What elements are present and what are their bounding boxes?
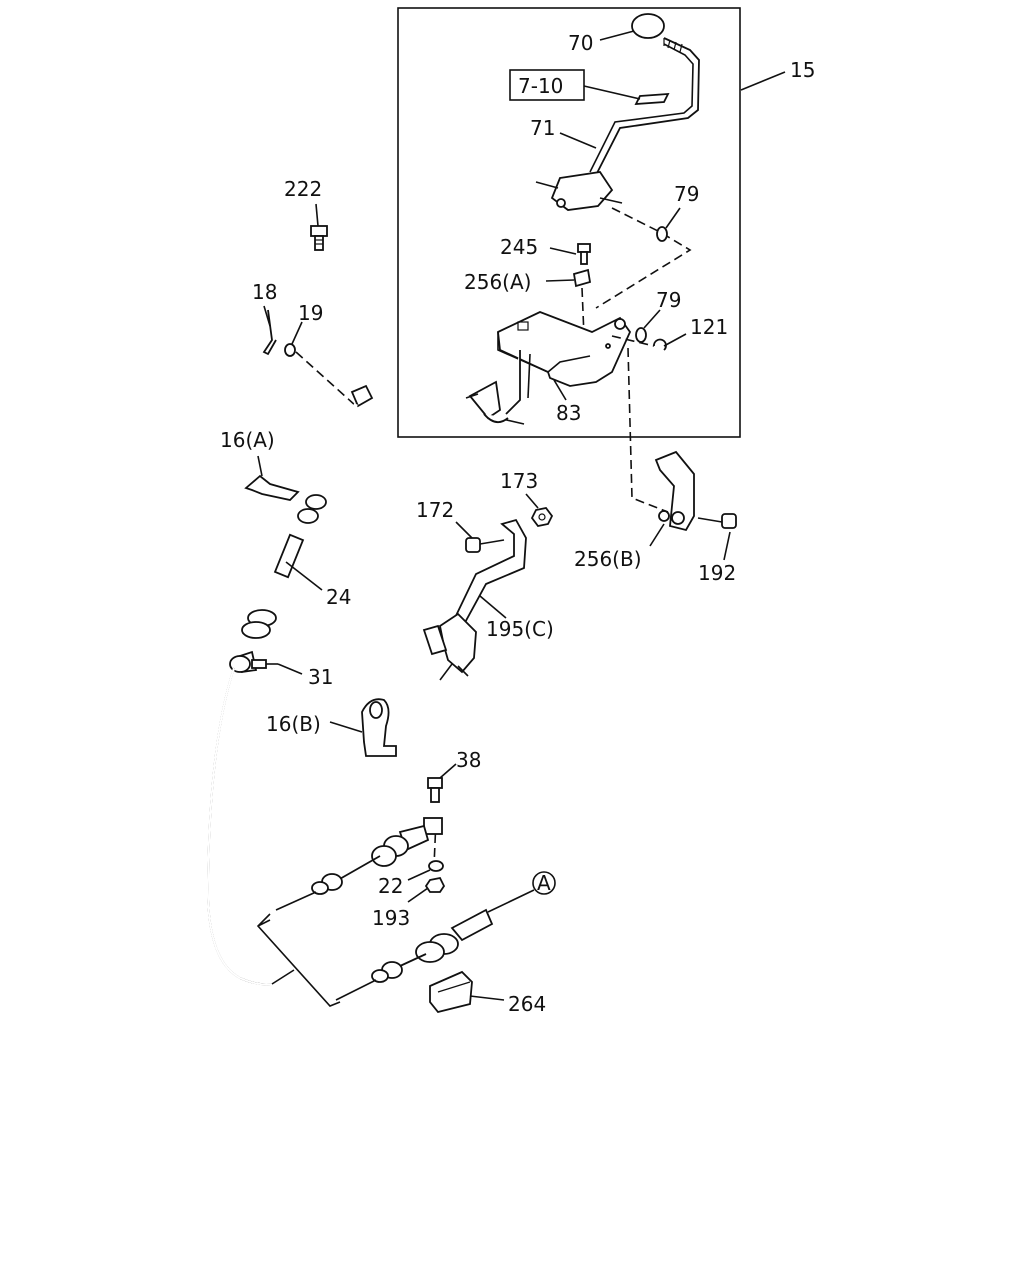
bolt-245-part <box>577 243 591 265</box>
nut-193-part <box>424 876 446 893</box>
leader-79-lower <box>643 309 661 329</box>
leader-173 <box>525 493 539 509</box>
bracket-16b-part <box>361 698 397 757</box>
label-a: A <box>537 871 551 895</box>
leader-256a <box>545 279 575 282</box>
label-256a: 256(A) <box>464 270 531 294</box>
label-38: 38 <box>456 748 481 772</box>
leader-24 <box>285 561 323 591</box>
leader-7-10 <box>583 85 641 100</box>
bolt-172-part <box>465 537 505 553</box>
washer-22-part <box>428 860 444 872</box>
label-121: 121 <box>690 315 728 339</box>
dashed-19 <box>295 351 357 407</box>
dashed-256a <box>581 287 585 337</box>
label-172: 172 <box>416 498 454 522</box>
label-245: 245 <box>500 235 538 259</box>
shift-knob-part <box>599 13 665 41</box>
fitting-31-part <box>251 659 278 669</box>
clip-121-part <box>653 338 667 351</box>
leader-83 <box>553 379 567 401</box>
bracket-256b-part <box>654 450 695 532</box>
reference-circle-a <box>532 871 556 895</box>
label-173: 173 <box>500 469 538 493</box>
cable-end-upper-part <box>275 817 443 911</box>
pin-18-part <box>262 309 277 356</box>
label-222: 222 <box>284 177 322 201</box>
label-70: 70 <box>568 31 593 55</box>
dashed-line-256b <box>627 347 669 513</box>
leader-15 <box>740 71 786 91</box>
dashed-line-79 <box>595 207 692 309</box>
bracket-195c-part <box>422 518 527 681</box>
shift-lever-part <box>535 37 700 211</box>
leader-245 <box>549 247 577 255</box>
label-195c: 195(C) <box>486 617 554 641</box>
label-16b: 16(B) <box>266 712 321 736</box>
label-16a: 16(A) <box>220 428 275 452</box>
washer-19-part <box>284 343 296 357</box>
leader-264 <box>469 995 505 1001</box>
leader-31 <box>277 663 303 675</box>
label-83: 83 <box>556 401 581 425</box>
cable-bracket-lines <box>256 913 341 1007</box>
label-31: 31 <box>308 665 333 689</box>
nut-173-part <box>530 507 554 527</box>
leader-172 <box>455 521 473 539</box>
label-19: 19 <box>298 301 323 325</box>
label-7-10: 7-10 <box>518 74 563 98</box>
leader-192 <box>723 531 731 561</box>
label-15: 15 <box>790 58 815 82</box>
assembly-inset-box <box>397 7 741 438</box>
label-24: 24 <box>326 585 351 609</box>
washer-79-upper <box>656 226 668 242</box>
cover-264-part <box>429 970 473 1014</box>
leader-79-upper <box>665 207 681 229</box>
label-71: 71 <box>530 116 555 140</box>
label-22: 22 <box>378 874 403 898</box>
label-193: 193 <box>372 906 410 930</box>
bolt-192-part <box>697 513 737 529</box>
washer-79-lower <box>635 327 647 343</box>
clip-256a-part <box>572 268 592 288</box>
label-264: 264 <box>508 992 546 1016</box>
leader-222 <box>315 203 319 227</box>
leader-16b <box>329 721 363 733</box>
leader-19 <box>291 321 303 345</box>
bolt-222-part <box>310 225 328 251</box>
leader-193 <box>407 887 429 903</box>
leader-256b <box>649 523 665 547</box>
label-192: 192 <box>698 561 736 585</box>
leader-121 <box>663 333 687 347</box>
shift-cable-24-part <box>206 384 374 986</box>
reference-box-7-10 <box>509 69 585 101</box>
label-79-lower: 79 <box>656 288 681 312</box>
clip-16a-part <box>244 455 300 501</box>
cable-end-lower-part <box>335 889 535 1001</box>
lever-base-bracket-part <box>465 311 632 425</box>
leader-22 <box>407 869 431 881</box>
dashed-121 <box>611 335 655 347</box>
leader-38 <box>439 763 457 779</box>
leader-18 <box>263 305 271 327</box>
leader-195c <box>479 595 507 619</box>
label-18: 18 <box>252 280 277 304</box>
leader-71 <box>559 132 597 149</box>
bolt-38-part <box>427 777 443 803</box>
label-256b: 256(B) <box>574 547 642 571</box>
label-79-upper: 79 <box>674 182 699 206</box>
